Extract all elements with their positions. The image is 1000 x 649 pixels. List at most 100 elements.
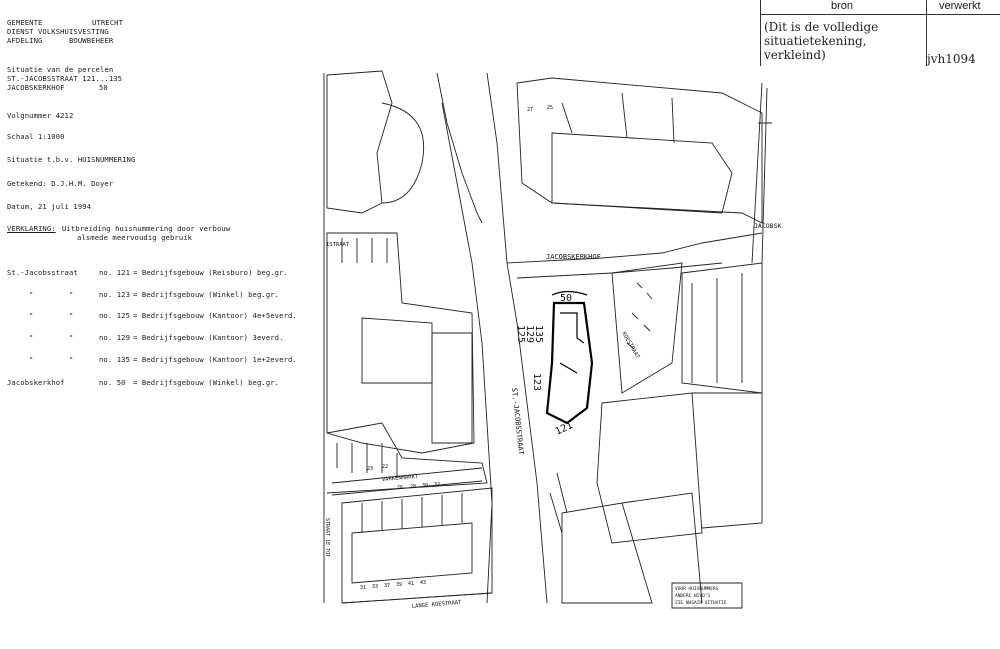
bron-note-line: situatietekening,: [764, 34, 867, 48]
subject-line2: ST.-JACOBSSTRAAT 121...135: [7, 74, 123, 83]
entry-ditto: ": [69, 311, 74, 320]
parcel-line: [561, 92, 675, 144]
road-edge: [486, 72, 548, 604]
getekend: Getekend: D.J.H.M. Doyer: [7, 179, 114, 188]
verklaring-text2: alsmede meervoudig gebruik: [77, 233, 193, 242]
road-edge: [516, 262, 723, 279]
schaal: Schaal 1:1000: [7, 132, 65, 141]
entry-no: no. 50: [99, 378, 126, 387]
volgnummer: Volgnummer 4212: [7, 111, 74, 120]
entry-ditto: ": [69, 290, 74, 299]
situatie-label: Situatie t.b.v. HUISNUMMERING: [7, 155, 136, 164]
entry-desc: = Bedrijfsgebouw (Kantoor) 4e+5everd.: [133, 311, 297, 320]
site-map: 50 135 129 125 123 121 JACOBSKERKHOF ST.…: [323, 70, 781, 610]
house-number-121: 121: [554, 420, 575, 438]
note-text: ANDERE NIVO'S: [675, 593, 711, 599]
street-label-istraat: ISTRAAT: [326, 242, 350, 248]
road-edge: [441, 102, 493, 604]
building-block: [351, 522, 473, 584]
verklaring-text1: Uitbreiding huisnummering door verbouw: [62, 224, 231, 233]
parcel-number: 23: [367, 466, 373, 472]
note-text: VOOR HUISNUMMERS: [675, 586, 719, 592]
bron-note: (Dit is de volledige situatietekening, v…: [764, 20, 878, 62]
house-number-135: 135: [533, 325, 544, 343]
org-line1-left: GEMEENTE: [7, 18, 43, 27]
parcel-number: 39: [396, 582, 402, 588]
entry-ditto: ": [29, 333, 34, 342]
parcel-number: 41: [408, 581, 414, 587]
building-block: [516, 77, 763, 224]
subject-line3-left: JACOBSKERKHOF: [7, 83, 65, 92]
parcel-line: [361, 493, 463, 533]
parcel-number: 22: [382, 464, 388, 470]
road-edge: [436, 72, 483, 224]
street-label-jacobsk: JACOBSK: [754, 222, 781, 230]
subject-line1: Situatie van de percelen: [7, 65, 114, 74]
col-verwerkt: verwerkt: [939, 0, 981, 12]
building-block: [596, 392, 703, 544]
entry-desc: = Bedrijfsgebouw (Reisburo) beg.gr.: [133, 268, 288, 277]
house-number-125: 125: [515, 325, 526, 343]
road-edge: [549, 472, 568, 534]
entry-no: no. 135: [99, 355, 130, 364]
house-number-129: 129: [524, 325, 535, 343]
street-label-st-jacobsstraat: ST.-JACOBSSTRAAT: [510, 387, 525, 456]
building-block: [361, 317, 433, 384]
building-block: [326, 232, 475, 454]
road-edge: [341, 592, 493, 604]
datum: Datum, 21 juli 1994: [7, 202, 92, 211]
col-bron: bron: [831, 0, 854, 12]
bron-note-line: verkleind): [764, 48, 826, 62]
parcel-number: 26: [397, 485, 403, 491]
entry-desc: = Bedrijfsgebouw (Kantoor) 1e+2everd.: [133, 355, 297, 364]
verklaring-label: VERKLARING:: [7, 224, 56, 233]
hatch-line: [626, 282, 653, 350]
house-number-123: 123: [531, 373, 542, 391]
entry-desc: = Bedrijfsgebouw (Winkel) beg.gr.: [133, 290, 280, 299]
house-number-50: 50: [560, 293, 572, 304]
note-box: [671, 582, 743, 609]
note-text: ZIE NUSAIR SITUATIE: [675, 600, 727, 606]
entry-ditto: ": [69, 355, 74, 364]
parcel-number: 27: [527, 107, 533, 113]
entry-desc: = Bedrijfsgebouw (Kantoor) 3everd.: [133, 333, 284, 342]
verwerkt-value: jvh1094: [927, 52, 976, 66]
entry-no: no. 121: [99, 268, 130, 277]
org-line2: DIENST VOLKSHUISVESTING: [7, 27, 109, 36]
parcel-number: 25: [547, 105, 553, 111]
subject-parcel-inner: [559, 312, 585, 374]
entry-desc: = Bedrijfsgebouw (Winkel) beg.gr.: [133, 378, 280, 387]
org-line1-right: UTRECHT: [92, 18, 123, 27]
road-edge: [331, 467, 483, 496]
parcel-number: 33: [372, 584, 378, 590]
building-block: [431, 332, 473, 444]
street-label-side: STRAAT 1E TOT: [324, 518, 330, 557]
building-block: [551, 132, 733, 214]
parcel-number: 37: [384, 583, 390, 589]
entry-ditto: ": [29, 290, 34, 299]
street-label-jacobskerkhof: JACOBSKERKHOF: [546, 253, 601, 261]
parcel-line: [336, 443, 398, 478]
org-line3-right: BOUWBEHEER: [69, 36, 114, 45]
subject-line3-right: 50: [99, 83, 108, 92]
building-block: [611, 262, 683, 394]
org-line3-left: AFDELING: [7, 36, 43, 45]
building-block: [326, 70, 393, 214]
entry-no: no. 125: [99, 311, 130, 320]
entry-ditto: ": [29, 355, 34, 364]
entry-ditto: ": [69, 333, 74, 342]
entry-street: St.-Jacobsstraat: [7, 268, 78, 277]
parcel-number: 32: [434, 482, 440, 488]
parcel-number: 30: [422, 483, 428, 489]
street-label-lange-koestraat: LANGE KOESTRAAT: [412, 600, 463, 610]
entry-ditto: ": [29, 311, 34, 320]
entry-no: no. 129: [99, 333, 130, 342]
parcel-numbers: 27 25 23 22 26 28 30 32 31 33 37 39 41 4…: [360, 105, 553, 591]
parcel-number: 28: [410, 484, 416, 490]
parcel-number: 31: [360, 585, 366, 591]
parcel-line: [691, 273, 743, 383]
tower-line: [751, 82, 772, 264]
parcel-number: 43: [420, 580, 426, 586]
building-block: [621, 492, 703, 604]
street-label-varkenmarkt: VARKENMARKT: [382, 474, 419, 483]
